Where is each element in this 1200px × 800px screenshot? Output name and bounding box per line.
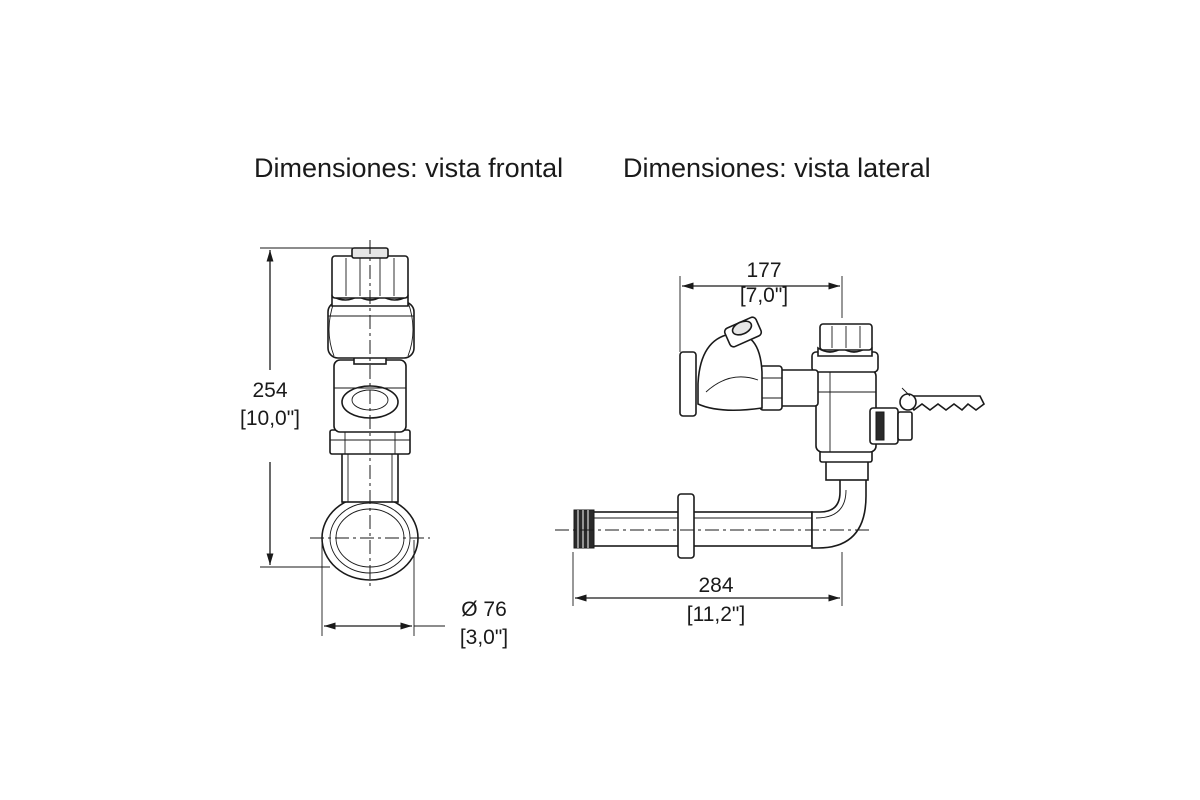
depth-dimension [679, 276, 843, 352]
height-in-label: [10,0"] [240, 407, 300, 430]
height-mm-label: 254 [252, 379, 287, 402]
height-dimension [260, 247, 370, 568]
depth-mm-label: 177 [746, 259, 781, 282]
front-view-title: Dimensiones: vista frontal [254, 153, 563, 183]
side-view-title: Dimensiones: vista lateral [623, 153, 931, 183]
length-dimension [572, 552, 843, 606]
diameter-dimension [321, 540, 445, 636]
length-mm-label: 284 [698, 574, 733, 597]
length-in-label: [11,2"] [687, 603, 745, 626]
depth-in-label: [7,0"] [740, 284, 788, 307]
diameter-in-label: [3,0"] [460, 626, 508, 649]
side-view-valve [573, 316, 986, 559]
diameter-mm-label: Ø 76 [461, 598, 507, 621]
